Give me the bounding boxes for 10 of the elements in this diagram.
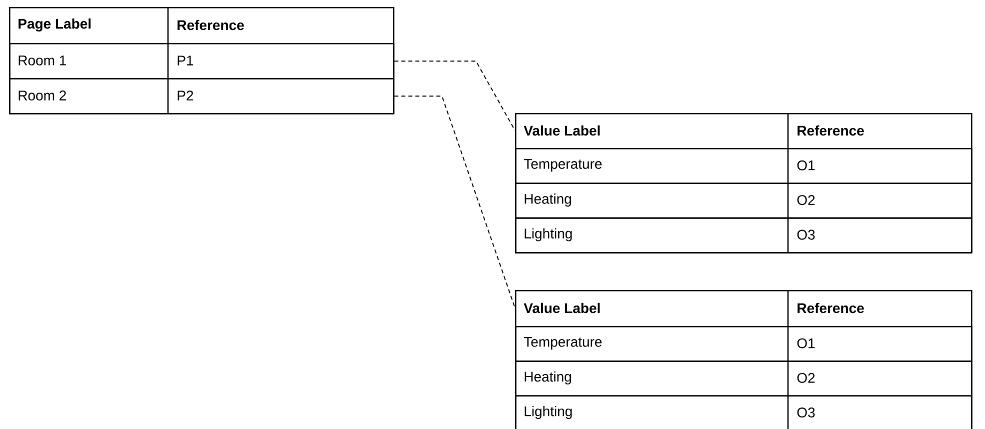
table-row: Temperature O1 bbox=[515, 148, 972, 184]
table-row: Temperature O1 bbox=[515, 326, 972, 362]
table-row: Lighting O3 bbox=[515, 217, 972, 254]
connector-line bbox=[394, 60, 516, 131]
table-row: Heating O2 bbox=[515, 360, 972, 396]
connector-line bbox=[394, 96, 516, 308]
table-row: Lighting O3 bbox=[515, 395, 972, 429]
table-row: Heating O2 bbox=[515, 182, 972, 219]
table-row: Room 2 P2 bbox=[9, 78, 394, 114]
table-row: Room 1 P1 bbox=[9, 43, 394, 80]
